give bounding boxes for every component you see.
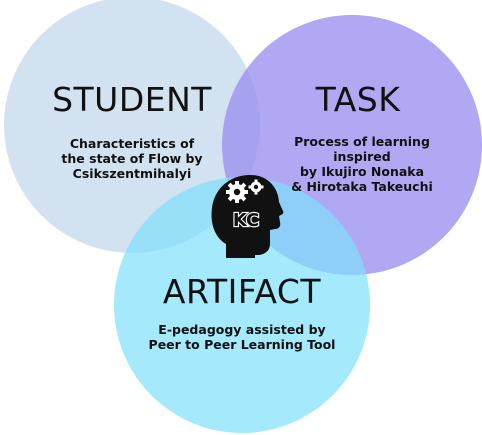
head-with-gears-icon: KC (211, 174, 284, 258)
task-description-line: inspired (333, 149, 391, 164)
task-description-line: & Hirotaka Takeuchi (291, 179, 433, 194)
gear-small-icon (248, 179, 264, 195)
artifact-description: E-pedagogy assisted by Peer to Peer Lear… (117, 322, 367, 352)
head-silhouette (211, 174, 284, 258)
artifact-description-line: Peer to Peer Learning Tool (148, 337, 336, 352)
logo-text: KC (233, 210, 259, 231)
artifact-circle (114, 177, 370, 433)
gear-large-icon (226, 181, 248, 203)
task-title: TASK (315, 80, 401, 119)
task-description-line: Process of learning (294, 134, 430, 149)
student-description-line: Characteristics of (69, 136, 195, 151)
task-description-line: by Ikujiro Nonaka (299, 164, 425, 179)
artifact-title: ARTIFACT (162, 272, 322, 311)
student-title: STUDENT (52, 80, 212, 119)
student-description-line: the state of Flow by (61, 151, 203, 166)
artifact-description-line: E-pedagogy assisted by (158, 322, 326, 337)
student-description-line: Csikszentmihalyi (72, 166, 192, 181)
student-description: Characteristics of the state of Flow by … (42, 136, 222, 181)
task-description: Process of learning inspired by Ikujiro … (272, 134, 452, 194)
